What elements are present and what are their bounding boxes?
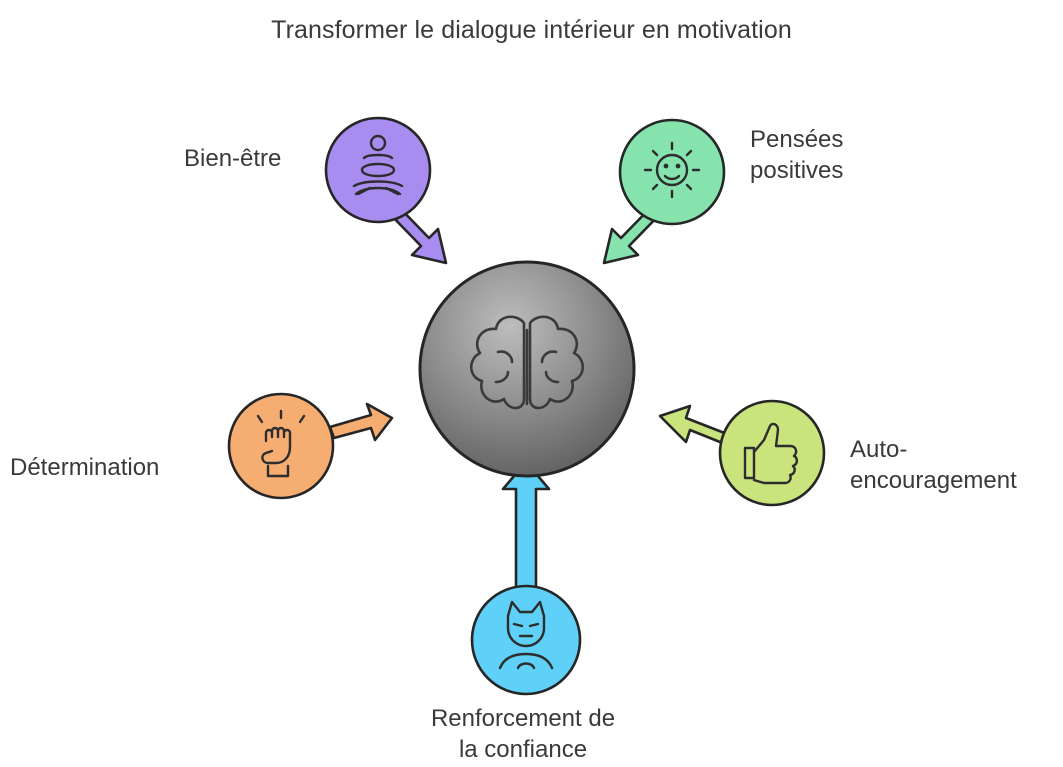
renforcement-confiance-arrow	[501, 460, 551, 590]
auto-encouragement-label-line-2: encouragement	[850, 467, 1017, 494]
auto-encouragement-arrow	[658, 404, 732, 448]
auto-encouragement-label-line-1: Auto-	[850, 436, 908, 463]
raised-fist-icon	[256, 409, 306, 478]
determination-label: Détermination	[10, 452, 159, 483]
bien-etre-node	[324, 116, 432, 224]
meditation-icon	[352, 134, 404, 196]
renforcement-confiance-node	[470, 584, 582, 696]
determination-node	[227, 392, 335, 500]
auto-encouragement-node	[718, 399, 826, 507]
thumbs-up-icon	[743, 422, 799, 485]
auto-encouragement-label: Auto- encouragement	[850, 434, 1017, 496]
determination-arrow	[328, 402, 394, 442]
center-brain-node	[418, 260, 636, 478]
brain-icon	[469, 315, 585, 410]
renforcement-confiance-label-line-1: Renforcement de	[430, 705, 616, 732]
bien-etre-label-line-1: Bien-être	[184, 145, 282, 172]
pensees-positives-node	[618, 118, 726, 226]
pensees-positives-label-line-2: positives	[750, 157, 844, 184]
pensees-positives-label: Pensées positives	[750, 124, 843, 186]
renforcement-confiance-label-line-2: la confiance	[458, 736, 588, 763]
sun-smile-icon	[643, 141, 701, 199]
superhero-icon	[498, 600, 554, 670]
pensees-positives-label-line-1: Pensées	[750, 126, 844, 153]
renforcement-confiance-label: Renforcement de la confiance	[383, 703, 663, 765]
bien-etre-label: Bien-être	[184, 143, 281, 174]
determination-label-line-1: Détermination	[10, 454, 160, 481]
diagram-title: Transformer le dialogue intérieur en mot…	[271, 16, 792, 44]
